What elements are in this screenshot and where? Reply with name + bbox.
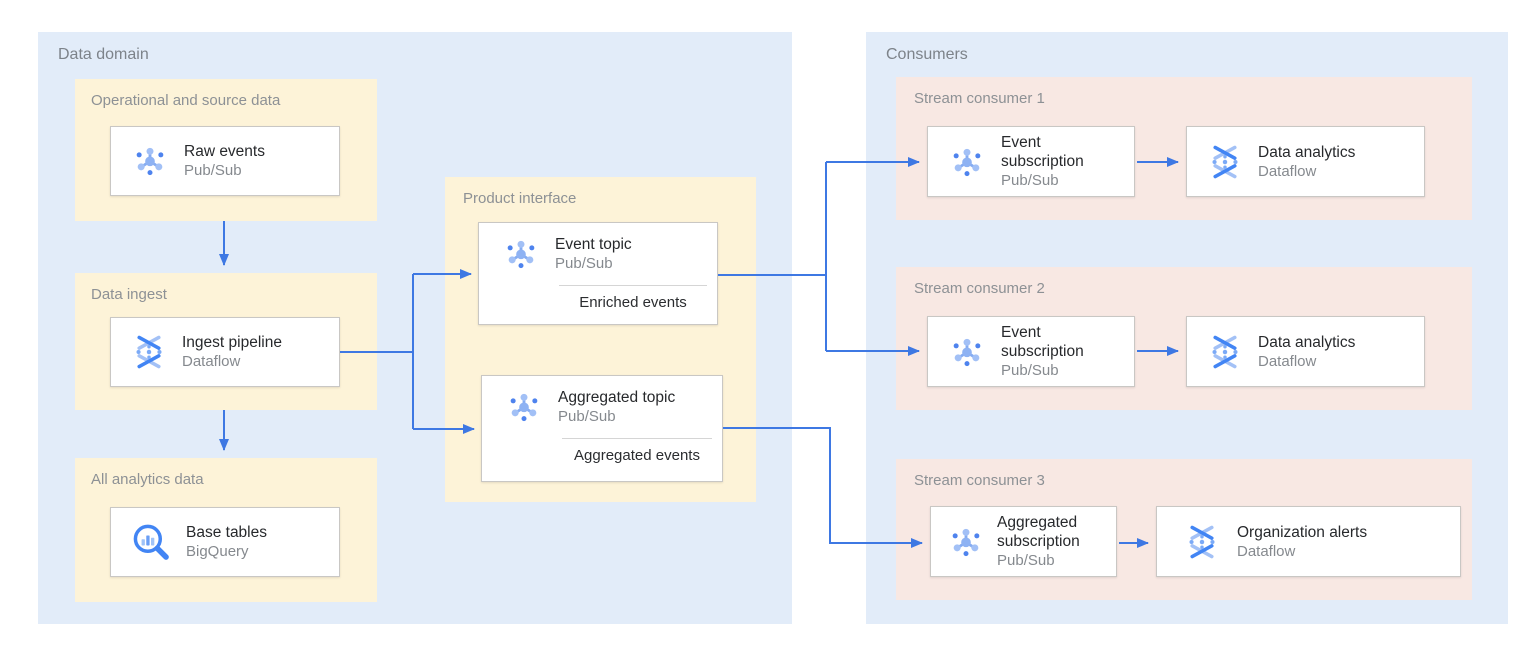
card-title: Organization alerts <box>1237 523 1368 541</box>
card-event-topic: Event topic Pub/Sub Enriched events <box>478 222 718 325</box>
card-title: Event subscription <box>1001 324 1084 360</box>
pubsub-icon <box>946 522 986 562</box>
card-data-analytics-1: Data analytics Dataflow <box>1186 126 1425 197</box>
card-annotation: Aggregated events <box>562 438 712 464</box>
card-data-analytics-2: Data analytics Dataflow <box>1186 316 1425 387</box>
card-event-subscription-1: Event subscription Pub/Sub <box>927 126 1135 197</box>
card-base-tables: Base tables BigQuery <box>110 507 340 577</box>
card-subtitle: Dataflow <box>1237 542 1296 560</box>
dataflow-icon <box>1183 523 1221 561</box>
group-stream-consumer-3-label: Stream consumer 3 <box>914 472 1045 489</box>
dataflow-icon <box>1206 143 1244 181</box>
card-title: Event subscription <box>1001 134 1084 170</box>
card-subtitle: Pub/Sub <box>555 255 613 272</box>
card-title: Aggregated topic <box>558 389 676 406</box>
card-event-subscription-2: Event subscription Pub/Sub <box>927 316 1135 387</box>
card-title: Raw events <box>184 143 265 160</box>
card-title: Data analytics <box>1258 143 1356 161</box>
dataflow-icon <box>130 333 168 371</box>
card-subtitle: Dataflow <box>1258 162 1317 180</box>
card-organization-alerts: Organization alerts Dataflow <box>1156 506 1461 577</box>
card-aggregated-topic: Aggregated topic Pub/Sub Aggregated even… <box>481 375 723 482</box>
group-stream-consumer-1-label: Stream consumer 1 <box>914 90 1045 107</box>
pubsub-icon <box>947 332 987 372</box>
group-product-interface-label: Product interface <box>463 190 577 207</box>
data-domain-label: Data domain <box>58 46 149 63</box>
pubsub-icon <box>130 141 170 181</box>
pubsub-icon <box>501 234 541 274</box>
card-title: Data analytics <box>1258 333 1356 351</box>
card-annotation: Enriched events <box>559 285 707 311</box>
card-subtitle: Pub/Sub <box>997 552 1055 569</box>
card-subtitle: Dataflow <box>1258 352 1317 370</box>
consumers-label: Consumers <box>886 46 968 63</box>
card-aggregated-subscription: Aggregated subscription Pub/Sub <box>930 506 1117 577</box>
card-subtitle: Pub/Sub <box>558 408 616 425</box>
card-title: Ingest pipeline <box>182 334 282 351</box>
group-stream-consumer-2-label: Stream consumer 2 <box>914 280 1045 297</box>
card-title: Aggregated subscription <box>997 514 1080 550</box>
card-subtitle: Dataflow <box>182 353 241 370</box>
card-title: Base tables <box>186 524 267 541</box>
card-subtitle: Pub/Sub <box>1001 172 1059 189</box>
card-ingest-pipeline: Ingest pipeline Dataflow <box>110 317 340 387</box>
card-raw-events: Raw events Pub/Sub <box>110 126 340 196</box>
pubsub-icon <box>504 387 544 427</box>
pubsub-icon <box>947 142 987 182</box>
group-all-analytics-label: All analytics data <box>91 471 204 488</box>
card-subtitle: Pub/Sub <box>1001 362 1059 379</box>
card-title: Event topic <box>555 236 632 253</box>
card-subtitle: Pub/Sub <box>184 162 242 179</box>
bigquery-icon <box>130 521 172 563</box>
card-subtitle: BigQuery <box>186 543 249 560</box>
group-operational-source-label: Operational and source data <box>91 92 281 109</box>
dataflow-icon <box>1206 333 1244 371</box>
group-data-ingest-label: Data ingest <box>91 286 167 303</box>
